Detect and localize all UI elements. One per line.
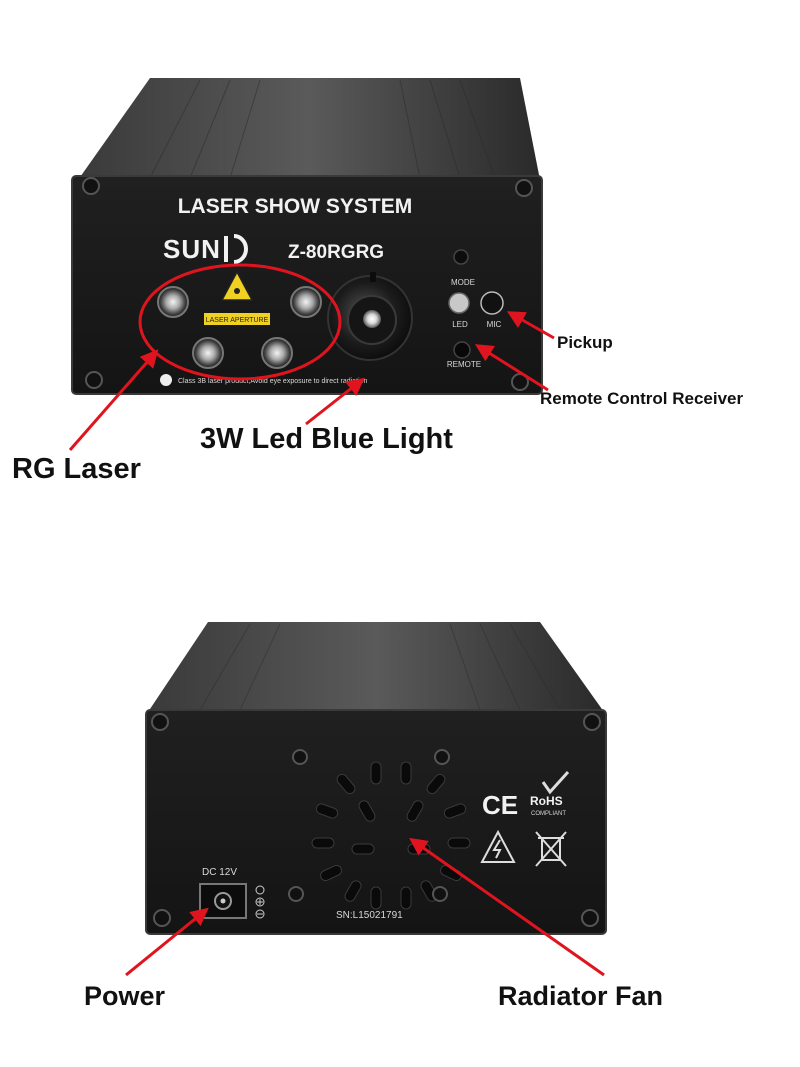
back-unit-top bbox=[148, 622, 604, 712]
mode-label: MODE bbox=[451, 278, 475, 287]
screw bbox=[581, 909, 599, 927]
remote-label: REMOTE bbox=[447, 360, 481, 369]
svg-text:COMPLIANT: COMPLIANT bbox=[531, 811, 566, 817]
led-light-arrow bbox=[305, 377, 365, 426]
rg-laser-highlight bbox=[138, 263, 342, 381]
dc-label: DC 12V bbox=[202, 867, 237, 878]
screw bbox=[432, 886, 448, 902]
rohs-mark-icon: RoHS COMPLIANT bbox=[530, 770, 570, 817]
polarity-icon bbox=[255, 885, 265, 919]
remote-receiver bbox=[453, 341, 471, 359]
device-title: LASER SHOW SYSTEM bbox=[178, 195, 413, 218]
mic-label: MIC bbox=[487, 320, 502, 329]
screw bbox=[82, 177, 100, 195]
laser-class-warning: Class 3B laser product,Avoid eye exposur… bbox=[160, 374, 367, 386]
back-callout-arrows bbox=[125, 837, 605, 977]
svg-text:Class 3B laser product,Avoid e: Class 3B laser product,Avoid eye exposur… bbox=[178, 378, 367, 385]
screw bbox=[288, 886, 304, 902]
pickup-arrow bbox=[506, 311, 555, 340]
brand-logo: SUN bbox=[163, 234, 221, 264]
back-unit: DC 12V SN:L15021791 CE RoHS COMPLIANT bbox=[145, 622, 607, 935]
high-voltage-icon bbox=[480, 829, 516, 863]
aperture-label: LASER APERTURE bbox=[206, 317, 269, 324]
fan-arrow bbox=[409, 837, 605, 977]
led-label: LED bbox=[452, 320, 468, 329]
front-callout-arrows bbox=[68, 311, 555, 451]
screw bbox=[153, 909, 171, 927]
back-top-ribs bbox=[199, 623, 561, 711]
model-number: Z-80RGRG bbox=[288, 242, 384, 263]
power-arrow bbox=[125, 907, 209, 977]
screw bbox=[583, 713, 601, 731]
front-unit: LASER SHOW SYSTEM SUN Z-80RGRG LASER APE… bbox=[71, 78, 543, 395]
callout-pickup: Pickup bbox=[557, 333, 613, 352]
ce-mark-icon: CE bbox=[482, 790, 518, 820]
screw bbox=[515, 179, 533, 197]
screw bbox=[85, 371, 103, 389]
remote-arrow bbox=[474, 344, 549, 392]
brand-logo-mark bbox=[224, 234, 248, 264]
laser-aperture-group: LASER APERTURE bbox=[157, 270, 322, 369]
callout-remote-receiver: Remote Control Receiver bbox=[540, 389, 743, 408]
callout-power: Power bbox=[84, 981, 166, 1011]
screw bbox=[292, 749, 308, 765]
mode-button[interactable] bbox=[453, 249, 469, 265]
svg-text:RoHS: RoHS bbox=[530, 794, 563, 808]
top-ribs bbox=[149, 79, 496, 179]
mic-pickup bbox=[480, 291, 504, 315]
callout-radiator-fan: Radiator Fan bbox=[498, 981, 663, 1011]
serial-number: SN:L15021791 bbox=[336, 910, 403, 921]
front-panel bbox=[71, 175, 543, 395]
rg-laser-arrow bbox=[68, 349, 159, 451]
led-blue-light bbox=[327, 272, 413, 361]
callout-rg-laser: RG Laser bbox=[12, 453, 141, 485]
screw bbox=[434, 749, 450, 765]
callout-led-light: 3W Led Blue Light bbox=[200, 423, 453, 455]
front-unit-top bbox=[78, 78, 540, 180]
laser-warning-icon bbox=[220, 270, 254, 301]
back-panel bbox=[145, 709, 607, 935]
led-indicator bbox=[448, 292, 470, 314]
weee-bin-icon bbox=[535, 831, 567, 867]
screw bbox=[151, 713, 169, 731]
